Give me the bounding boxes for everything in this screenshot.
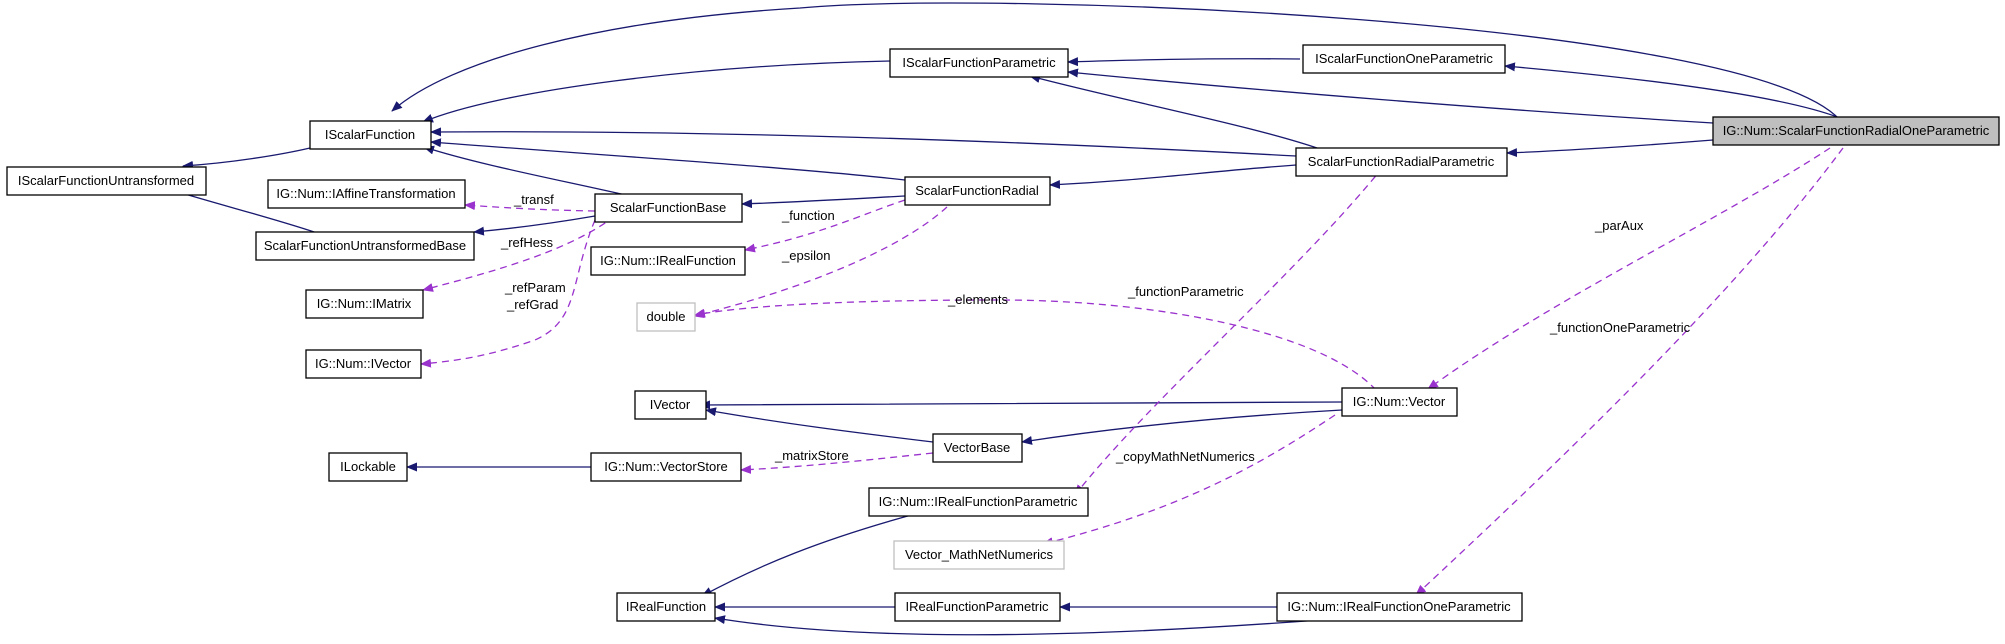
node-ig-num-imatrix[interactable]: IG::Num::IMatrix — [305, 289, 424, 319]
edge-matrixstore — [740, 452, 934, 474]
edge-function — [744, 199, 906, 253]
edge-label-copymathnetnumerics: _copyMathNetNumerics — [1115, 449, 1255, 464]
edge-focus-to-isfop — [1504, 62, 1841, 119]
svg-text:IRealFunctionParametric: IRealFunctionParametric — [905, 599, 1049, 614]
node-iscalar-function[interactable]: IScalarFunction — [309, 120, 432, 150]
edge-sfrp-to-sfr — [1049, 164, 1297, 189]
edge-label-function-parametric: _functionParametric — [1127, 284, 1244, 299]
node-scalar-function-radial-one-parametric[interactable]: IG::Num::ScalarFunctionRadialOneParametr… — [1712, 116, 2000, 146]
edge-label-refparam: _refParam — [504, 280, 566, 295]
svg-text:IG::Num::IVector: IG::Num::IVector — [315, 356, 412, 371]
node-ireal-function-parametric[interactable]: IRealFunctionParametric — [894, 592, 1061, 622]
node-vector-base[interactable]: VectorBase — [932, 433, 1023, 463]
svg-text:IG::Num::IRealFunction: IG::Num::IRealFunction — [600, 253, 736, 268]
node-scalar-function-base[interactable]: ScalarFunctionBase — [594, 193, 743, 223]
node-ig-num-vector[interactable]: IG::Num::Vector — [1341, 387, 1458, 417]
svg-text:double: double — [646, 309, 685, 324]
edge-sfrp-to-isf — [430, 127, 1297, 157]
edge-refparam-refgrad — [420, 219, 596, 368]
node-ig-num-ivector[interactable]: IG::Num::IVector — [305, 349, 422, 379]
svg-text:IG::Num::IRealFunctionParametr: IG::Num::IRealFunctionParametric — [879, 494, 1078, 509]
edge-vectorbase-to-ivector — [705, 407, 934, 443]
edge-label-paraux: _parAux — [1594, 218, 1644, 233]
edge-label-elements: _elements — [947, 292, 1008, 307]
node-vector-mathnetnumerics[interactable]: Vector_MathNetNumerics — [893, 540, 1065, 570]
svg-text:IRealFunction: IRealFunction — [626, 599, 706, 614]
svg-text:ScalarFunctionUntransformedBas: ScalarFunctionUntransformedBase — [264, 238, 466, 253]
svg-text:IG::Num::ScalarFunctionRadialO: IG::Num::ScalarFunctionRadialOneParametr… — [1723, 123, 1990, 138]
svg-text:ScalarFunctionRadial: ScalarFunctionRadial — [915, 183, 1039, 198]
svg-text:IG::Num::IAffineTransformation: IG::Num::IAffineTransformation — [276, 186, 455, 201]
svg-text:IScalarFunctionOneParametric: IScalarFunctionOneParametric — [1315, 51, 1493, 66]
node-iaffine-transformation[interactable]: IG::Num::IAffineTransformation — [267, 179, 466, 209]
svg-text:ScalarFunctionBase: ScalarFunctionBase — [610, 200, 726, 215]
svg-text:ScalarFunctionRadialParametric: ScalarFunctionRadialParametric — [1308, 154, 1495, 169]
nodes: IG::Num::ScalarFunctionRadialOneParametr… — [6, 44, 2000, 622]
svg-text:IG::Num::VectorStore: IG::Num::VectorStore — [604, 459, 728, 474]
edge-label-epsilon: _epsilon — [781, 248, 830, 263]
edge-irfp1-to-irealfunction — [701, 513, 916, 597]
svg-text:VectorBase: VectorBase — [944, 440, 1011, 455]
node-ig-num-ireal-function[interactable]: IG::Num::IRealFunction — [590, 246, 746, 276]
edge-irfop-to-irealfunction — [714, 615, 1321, 636]
edge-sfb-to-sfub — [473, 215, 596, 236]
edge-paraux — [1427, 147, 1831, 390]
edge-sfb-to-isf — [423, 145, 631, 197]
node-ilockable[interactable]: ILockable — [328, 452, 408, 482]
edge-label-refgrad: _refGrad — [506, 297, 558, 312]
edge-function-one-parametric — [1415, 147, 1844, 596]
svg-text:IG::Num::IRealFunctionOneParam: IG::Num::IRealFunctionOneParametric — [1287, 599, 1511, 614]
svg-text:IScalarFunction: IScalarFunction — [325, 127, 415, 142]
edge-label-transf: _transf — [513, 192, 554, 207]
svg-text:IScalarFunctionParametric: IScalarFunctionParametric — [902, 55, 1056, 70]
edge-sfr-to-sfb — [741, 195, 906, 209]
node-iscalar-function-one-parametric[interactable]: IScalarFunctionOneParametric — [1302, 44, 1506, 74]
edge-sfr-to-isf — [430, 138, 906, 181]
edge-label-function-one-parametric: _functionOneParametric — [1549, 320, 1691, 335]
edge-isfp-to-isf — [422, 60, 891, 123]
edge-label-function: _function — [781, 208, 835, 223]
node-ivector[interactable]: IVector — [634, 390, 707, 420]
edge-epsilon — [693, 206, 948, 318]
edge-vec-to-vectorbase — [1021, 409, 1343, 445]
svg-text:IVector: IVector — [650, 397, 691, 412]
usage-edges — [420, 147, 1844, 596]
edge-focus-to-isfp — [1067, 68, 1714, 124]
inheritance-edges — [164, 2, 1841, 636]
edge-transf — [464, 201, 596, 212]
node-ireal-function[interactable]: IRealFunction — [616, 592, 716, 622]
edge-label-matrixstore: _matrixStore — [774, 448, 849, 463]
edge-function-parametric — [1074, 166, 1384, 496]
svg-text:ILockable: ILockable — [340, 459, 396, 474]
node-iscalar-function-untransformed[interactable]: IScalarFunctionUntransformed — [6, 166, 207, 196]
node-scalar-function-untransformed-base[interactable]: ScalarFunctionUntransformedBase — [255, 231, 475, 261]
edge-focus-to-iscalarfunction — [391, 2, 1841, 121]
svg-text:IG::Num::Vector: IG::Num::Vector — [1353, 394, 1446, 409]
svg-text:IG::Num::IMatrix: IG::Num::IMatrix — [317, 296, 412, 311]
node-scalar-function-radial-parametric[interactable]: ScalarFunctionRadialParametric — [1295, 147, 1508, 177]
edge-elements — [694, 299, 1377, 391]
svg-text:Vector_MathNetNumerics: Vector_MathNetNumerics — [905, 547, 1054, 562]
node-ig-num-ireal-function-parametric[interactable]: IG::Num::IRealFunctionParametric — [868, 487, 1089, 517]
node-iscalar-function-parametric[interactable]: IScalarFunctionParametric — [889, 48, 1069, 78]
edge-label-refhess: _refHess — [500, 235, 554, 250]
node-ig-num-ireal-function-one-parametric[interactable]: IG::Num::IRealFunctionOneParametric — [1276, 592, 1523, 622]
node-double[interactable]: double — [636, 302, 696, 332]
edge-sfrp-to-isfp — [1029, 74, 1321, 150]
edge-isf-to-isfu — [182, 147, 311, 170]
edge-focus-to-sfrp — [1506, 139, 1714, 158]
svg-text:IScalarFunctionUntransformed: IScalarFunctionUntransformed — [18, 173, 194, 188]
edge-copymathnetnumerics — [1042, 414, 1336, 546]
edge-vec-to-ivector — [699, 400, 1343, 410]
edge-labels: _transf _function _epsilon _refHess _ref… — [500, 192, 1691, 464]
edge-isfop-to-isfp — [1067, 57, 1301, 67]
node-ig-num-vector-store[interactable]: IG::Num::VectorStore — [590, 452, 742, 482]
node-scalar-function-radial[interactable]: ScalarFunctionRadial — [904, 176, 1051, 206]
